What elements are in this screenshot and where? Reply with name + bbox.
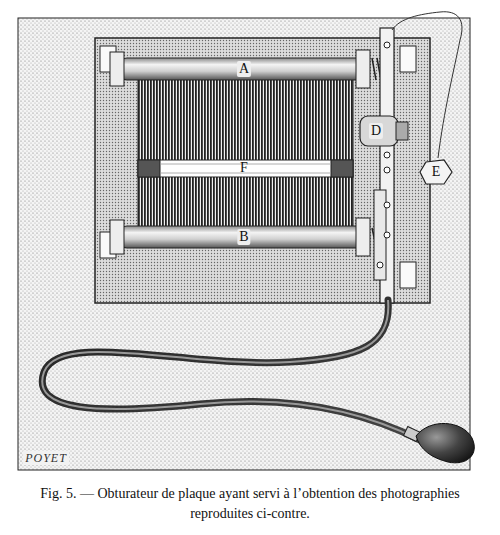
corner-brackets bbox=[100, 46, 416, 288]
roller-a bbox=[110, 50, 386, 88]
shutter-curtain bbox=[138, 78, 353, 233]
string bbox=[392, 12, 462, 158]
figure-caption: Fig. 5. — Obturateur de plaque ayant ser… bbox=[20, 484, 480, 523]
background-frame bbox=[18, 18, 470, 470]
release-bar bbox=[374, 28, 394, 303]
air-tube bbox=[42, 300, 420, 441]
engraver-signature: POYET bbox=[23, 451, 69, 465]
part-letter: B bbox=[237, 229, 250, 245]
slit-band bbox=[138, 160, 353, 177]
weight-e bbox=[420, 160, 452, 184]
rubber-bulb bbox=[416, 423, 474, 462]
roller-b bbox=[110, 218, 391, 256]
part-letter: E bbox=[430, 164, 443, 180]
piston-d bbox=[360, 116, 408, 146]
part-letter: F bbox=[238, 160, 250, 176]
part-letter: A bbox=[237, 61, 251, 77]
part-letter: D bbox=[369, 123, 383, 139]
